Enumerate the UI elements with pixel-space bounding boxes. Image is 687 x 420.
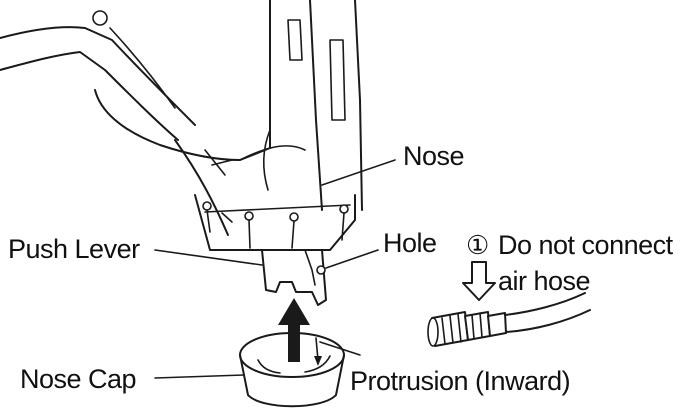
housing-slot [287, 19, 303, 61]
handle-inner-line [109, 27, 176, 109]
handle-lower-line [0, 51, 179, 141]
housing-right [354, 0, 363, 211]
housing-window [329, 39, 346, 121]
casing-lower-curve [94, 89, 271, 161]
push-lever-inner [304, 249, 316, 286]
hose-bottom [505, 309, 591, 333]
screw-icon [92, 10, 108, 26]
nose-cap-leader [154, 374, 245, 379]
connector-face [427, 317, 439, 347]
push-lever-leader [154, 249, 263, 266]
nose-cap-label: Nose Cap [20, 364, 136, 394]
hole-label: Hole [383, 228, 437, 258]
casing-left-edge [174, 139, 229, 236]
down-arrow-icon [462, 261, 496, 301]
insert-up-arrow-icon [278, 298, 310, 362]
push-lever-label: Push Lever [8, 234, 140, 264]
casing-detail [204, 149, 233, 176]
nose-pins [202, 201, 349, 249]
casing-fold [262, 129, 271, 191]
handle-upper-line [0, 26, 196, 126]
protrusion-label: Protrusion (Inward) [350, 366, 570, 396]
connector-nut [464, 311, 491, 341]
housing-inner [309, 0, 323, 211]
nose-leader [321, 159, 396, 186]
nose-label: Nose [403, 141, 464, 171]
step-number: ① [466, 230, 489, 260]
hole-leader [325, 249, 379, 269]
push-lever [261, 249, 327, 306]
housing-joint [239, 145, 306, 161]
connector-grip [441, 313, 462, 345]
connector-barb [487, 312, 507, 337]
protrusion-leader [319, 341, 361, 356]
nose-cap [239, 298, 345, 408]
air-hose [427, 261, 591, 347]
nose-cap-inner-left [257, 359, 281, 374]
leader-lines [154, 159, 396, 379]
connector-nut-lines [471, 312, 483, 340]
nose-cap-body [239, 354, 345, 408]
nose-cap-inner-right [304, 355, 331, 373]
protrusion-arrow-icon [314, 356, 322, 366]
hole-mark [316, 265, 326, 275]
nose-plate-top [204, 204, 351, 213]
instruction-line-1: Do not connect [498, 230, 674, 260]
tool-body [0, 0, 363, 306]
nose-plate [194, 194, 356, 251]
hose-top [504, 292, 586, 316]
instruction-line-2: air hose [498, 266, 590, 296]
